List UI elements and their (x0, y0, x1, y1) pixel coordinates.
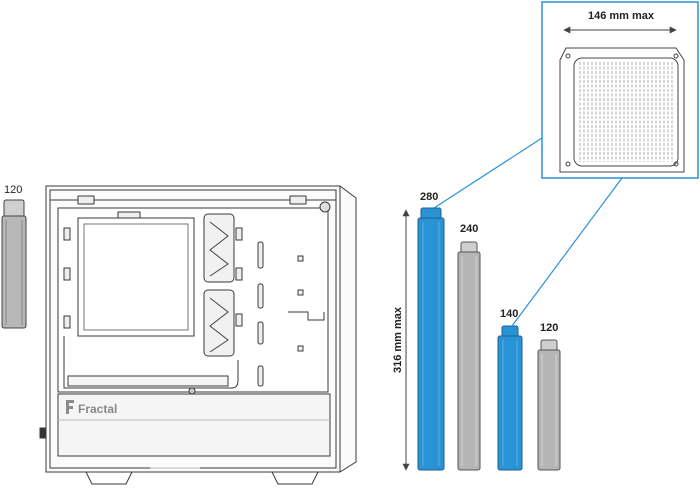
width-max-label: 146 mm max (588, 10, 655, 22)
radiator-280-label: 280 (420, 191, 438, 203)
radiator-280 (417, 207, 445, 471)
radiator-240-label: 240 (460, 223, 478, 235)
callout-line-140 (511, 177, 623, 327)
height-max-label: 316 mm max (392, 306, 404, 373)
callout-line-280 (433, 137, 543, 209)
radiator-240 (457, 241, 481, 471)
radiator-detail-callout (541, 1, 699, 179)
loose-radiator-label: 120 (4, 184, 22, 196)
fractal-logo (66, 400, 74, 414)
pc-case (39, 185, 357, 485)
radiator-120 (537, 339, 561, 471)
radiator-140-label: 140 (500, 308, 518, 320)
radiator-120-label: 120 (540, 322, 558, 334)
brand-logo-text: Fractal (78, 402, 117, 416)
loose-radiator-120 (1, 199, 27, 329)
radiator-140 (497, 325, 523, 471)
